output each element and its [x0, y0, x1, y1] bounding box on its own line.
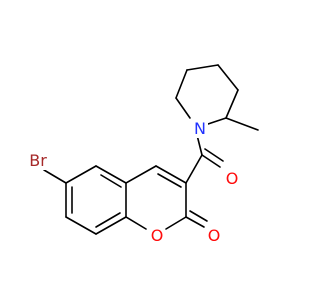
bond — [175, 69, 188, 99]
bond — [225, 89, 239, 119]
atom-o-carbonyl-amide: O — [224, 168, 240, 188]
atom-n: N — [192, 118, 208, 138]
atom-label-o-ring: O — [151, 226, 164, 245]
bond — [186, 64, 219, 71]
atom-label-o-lactone: O — [208, 226, 221, 245]
bond — [95, 212, 121, 228]
atom-o-lactone: O — [206, 225, 222, 245]
atom-layer: Br N O O O — [25, 118, 240, 245]
atom-label-o-carbonyl-amide: O — [226, 169, 239, 188]
bond — [95, 165, 127, 184]
bond — [95, 216, 127, 235]
bond — [165, 216, 187, 230]
bond — [217, 64, 239, 91]
atom-br: Br — [25, 150, 51, 170]
bond — [125, 216, 147, 230]
bond — [189, 210, 208, 222]
bond-layer — [43, 64, 259, 235]
bond — [196, 134, 203, 156]
bond — [204, 148, 224, 162]
bond — [125, 165, 157, 184]
bond — [175, 97, 191, 119]
molecule-diagram: Br N O O O — [25, 64, 259, 245]
bond — [201, 154, 221, 168]
bond — [185, 154, 203, 184]
atom-label-br: Br — [29, 151, 47, 170]
bond — [43, 169, 67, 184]
bond — [65, 165, 97, 184]
atom-o-ring: O — [149, 225, 165, 245]
atom-label-n: N — [194, 119, 206, 138]
bond — [225, 117, 259, 131]
bond — [155, 165, 187, 184]
bond — [157, 173, 182, 188]
bond — [185, 216, 205, 228]
bond — [65, 216, 97, 235]
bond — [100, 174, 122, 188]
bond — [207, 117, 227, 125]
